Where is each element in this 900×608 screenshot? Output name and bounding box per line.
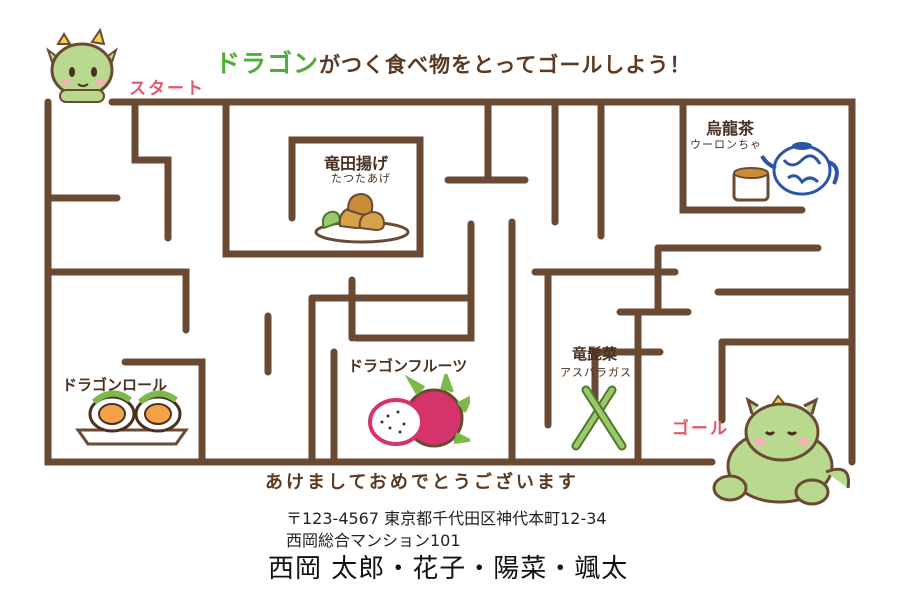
item-asparagus-name: 竜髭菜 xyxy=(572,345,618,363)
teapot-icon xyxy=(732,142,839,202)
greeting-text: あけましておめでとうございます xyxy=(265,472,579,493)
item-oolong-name: 烏龍茶 xyxy=(706,119,755,138)
sushi-roll-icon xyxy=(75,390,189,446)
maze-wall xyxy=(679,98,806,214)
dragon-fruit-icon xyxy=(368,374,470,448)
title-dragon-word: ドラゴン xyxy=(215,49,320,78)
family-names: 西岡 太郎・花子・陽菜・颯太 xyxy=(268,554,629,584)
item-roll-name: ドラゴンロール xyxy=(62,376,168,394)
page-title: ドラゴンがつく食べ物をとってゴールしよう！ xyxy=(215,44,691,80)
goal-label: ゴール xyxy=(672,419,729,439)
address-line1: 〒123-4567 東京都千代田区神代本町12-34 xyxy=(286,509,607,528)
item-fruit-name: ドラゴンフルーツ xyxy=(348,357,468,375)
dragon-mascot-icon xyxy=(46,28,118,103)
maze-wall xyxy=(44,268,190,334)
maze-wall xyxy=(222,98,424,258)
dragon-mascot-icon xyxy=(712,394,851,506)
maze-wall xyxy=(352,220,475,342)
asparagus-icon xyxy=(571,385,627,451)
start-label: スタート xyxy=(129,79,205,99)
fried-chicken-icon xyxy=(314,192,410,244)
item-oolong-reading: ウーロンちゃ xyxy=(690,138,762,151)
item-tatsuta-reading: たつたあげ xyxy=(331,172,391,185)
maze-wall xyxy=(131,98,172,242)
address-line2: 西岡総合マンション101 xyxy=(286,531,461,550)
maze-wall-outer-left-bottom xyxy=(44,98,716,466)
maze-wall xyxy=(121,358,206,466)
item-asparagus-reading: アスパラガス xyxy=(560,366,632,379)
title-rest: がつく食べ物をとってゴールしよう！ xyxy=(319,53,692,77)
item-tatsuta-name: 竜田揚げ xyxy=(324,154,389,173)
